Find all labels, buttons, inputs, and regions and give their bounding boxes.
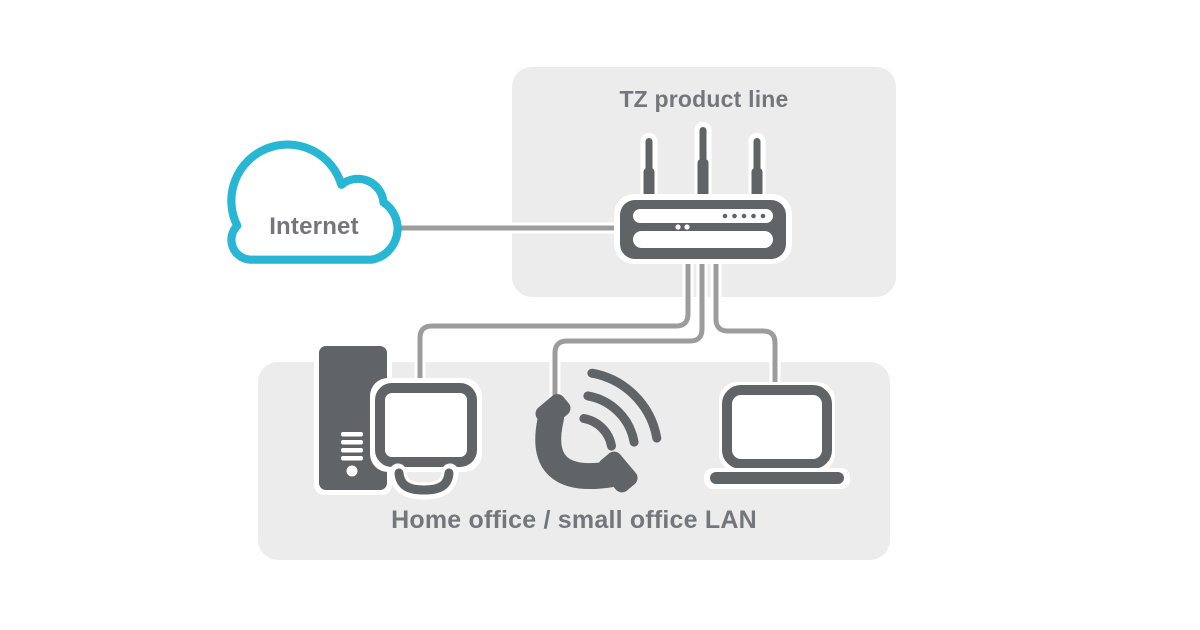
router-led-dots: [675, 224, 690, 230]
router-slot-bottom: [633, 231, 773, 248]
tower-power-dot: [346, 465, 358, 477]
laptop-base: [710, 472, 844, 484]
monitor-stand: [394, 468, 454, 495]
handset-earpiece: [535, 394, 571, 428]
monitor: [375, 383, 477, 467]
handset-mouthpiece: [598, 451, 638, 493]
laptop-screen-halo: [719, 382, 835, 472]
laptop-screen: [722, 385, 832, 469]
wireless-waves-icon: [579, 368, 662, 451]
laptop-connector-line: [710, 250, 781, 390]
voip-phone-icon: [535, 368, 662, 493]
laptop-icon: [704, 382, 850, 489]
router-body: [620, 200, 786, 259]
tower-vents: [341, 432, 363, 461]
phone-connector-line: [549, 250, 708, 404]
router-panel-title: TZ product line: [619, 86, 789, 112]
desktop-connector-line: [414, 250, 694, 390]
handset-band: [535, 405, 625, 490]
monitor-halo: [370, 378, 482, 472]
router-port-dots: [722, 213, 766, 219]
router-slot-top: [633, 209, 773, 223]
internet-label: Internet: [269, 213, 359, 240]
lan-caption: Home office / small office LAN: [391, 506, 757, 534]
internet-cloud-icon: [227, 140, 402, 264]
firewall-router-icon: [614, 122, 792, 264]
desktop-computer-icon: [314, 341, 482, 500]
